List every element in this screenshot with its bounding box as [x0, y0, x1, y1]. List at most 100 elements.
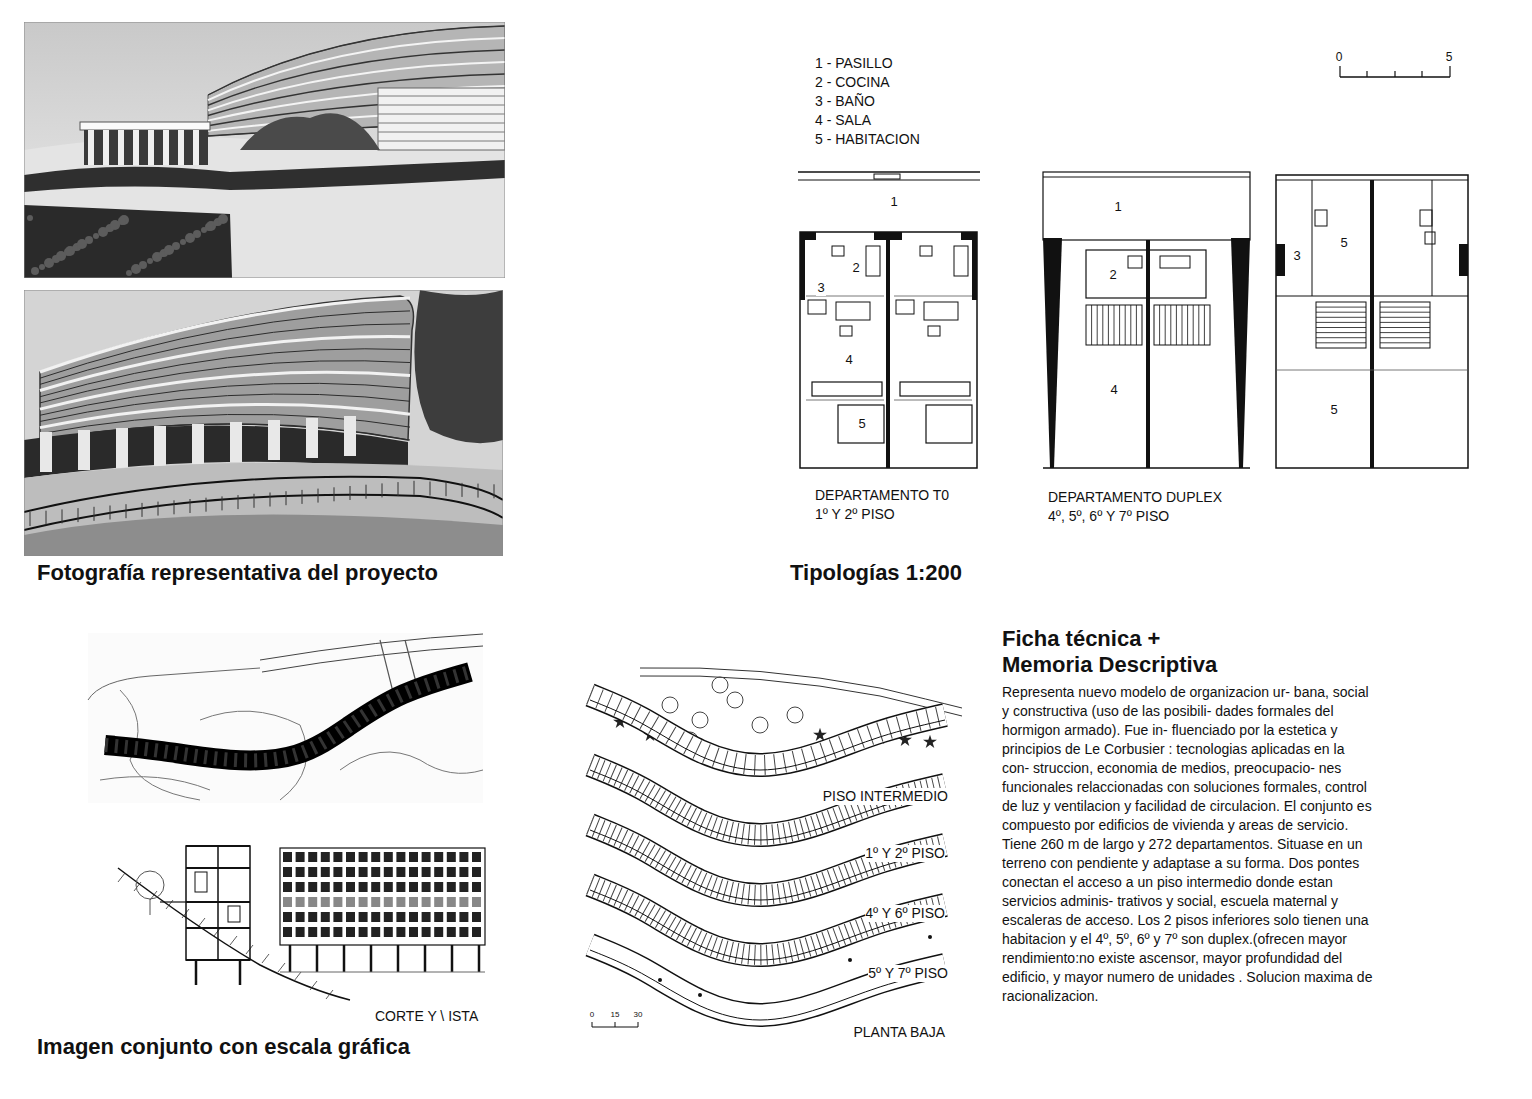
- corridor-line: [590, 890, 945, 960]
- elevation-window: [371, 867, 380, 877]
- photo-pilotis: [118, 130, 124, 165]
- legend-key: 2 - COCINA: [815, 74, 890, 91]
- elevation-window: [346, 927, 355, 937]
- photo-pilotis: [344, 416, 356, 456]
- photo-railing-post: [206, 498, 207, 512]
- elevation-window: [371, 927, 380, 937]
- plan-element: [1154, 305, 1210, 345]
- body-text: Representa nuevo modelo de organizacion …: [1002, 683, 1374, 1006]
- room-number: 4: [1109, 382, 1118, 398]
- scale-tick: [1421, 71, 1422, 77]
- photo-stone: [31, 267, 39, 275]
- section-room: [228, 906, 240, 922]
- elevation-window: [434, 882, 443, 892]
- terrain-hatch: [310, 981, 317, 990]
- photo-stone: [56, 251, 66, 261]
- scale-tick: [1449, 66, 1450, 77]
- plan-element: [972, 240, 977, 300]
- elevation-window: [359, 852, 368, 862]
- photo-frame: [24, 290, 503, 556]
- plan-element: [1420, 210, 1432, 226]
- plan-element: [1276, 244, 1285, 276]
- photo-railing-post: [302, 490, 303, 504]
- section-elevation: [118, 846, 485, 1000]
- panel-caption: Imagen conjunto con escala gráfica: [37, 1034, 410, 1060]
- panel-caption: Fotografía representativa del proyecto: [37, 560, 438, 586]
- section-tree: [136, 871, 164, 899]
- elevation-frame: [280, 848, 485, 945]
- section-pilotis: [195, 960, 198, 985]
- tree-symbol: [787, 707, 803, 723]
- plan-element: [1160, 256, 1190, 268]
- unit-hatch: [590, 825, 945, 895]
- panel-caption: Tipologías 1:200: [790, 560, 962, 586]
- elevation-window: [321, 927, 330, 937]
- elevation-window: [447, 897, 456, 907]
- elevation-window: [296, 912, 305, 922]
- elevation-window: [333, 867, 342, 877]
- section-tree: [150, 899, 151, 915]
- elevation-window: [371, 897, 380, 907]
- photo-pilotis: [163, 130, 169, 165]
- elevation-window: [283, 882, 292, 892]
- elevation-window: [296, 927, 305, 937]
- photo-shadow: [84, 130, 208, 165]
- photo-stone: [126, 270, 132, 276]
- photo-pilotis: [40, 432, 52, 472]
- room-number: 3: [1292, 248, 1301, 264]
- site-ground: [88, 633, 483, 803]
- floor-label: 4º Y 6º PISO: [865, 905, 945, 922]
- elevation-window: [459, 867, 468, 877]
- elevation-window: [409, 882, 418, 892]
- plan-line: [1432, 180, 1433, 296]
- elevation-window: [422, 867, 431, 877]
- pilotis-dot: [928, 935, 932, 939]
- corridor-line: [590, 950, 945, 1020]
- room-number: 3: [816, 280, 825, 296]
- photo-railing-post: [94, 507, 95, 521]
- elevation-window: [472, 912, 481, 922]
- photo-pilotis: [268, 420, 280, 460]
- photo-railing-post: [286, 491, 287, 505]
- photo-stone: [27, 215, 33, 221]
- photo-tree: [414, 290, 503, 443]
- photo-stone: [105, 226, 111, 232]
- photo-railing-post: [126, 504, 127, 518]
- elevation-window: [308, 852, 317, 862]
- photo-band: [378, 123, 505, 124]
- plan-line: [1043, 177, 1250, 178]
- elevation-window: [447, 852, 456, 862]
- elevation-window: [321, 912, 330, 922]
- photo-stone: [147, 258, 153, 264]
- photo-shrubs: [24, 160, 505, 192]
- elevation-window: [346, 867, 355, 877]
- elevation-window: [459, 912, 468, 922]
- elevation-window: [422, 897, 431, 907]
- photo-stone: [180, 239, 186, 245]
- elevation-window: [409, 852, 418, 862]
- photo-railing-post: [398, 482, 399, 496]
- pilotis-dot: [848, 958, 852, 962]
- scale-number: 15: [611, 1010, 620, 1020]
- plan-line: [1276, 296, 1468, 297]
- plan-label: 4º, 5º, 6º Y 7º PISO: [1048, 508, 1169, 525]
- elevation-window: [396, 927, 405, 937]
- scale-tick: [615, 1022, 616, 1027]
- elevation-window: [434, 912, 443, 922]
- elevation-pilotis: [424, 945, 427, 972]
- photo-railing-post: [142, 503, 143, 517]
- elevation-window: [422, 882, 431, 892]
- photo-sky: [24, 22, 505, 278]
- photo-block: [378, 88, 505, 150]
- plan-element: [1380, 302, 1430, 348]
- elevation-window: [409, 897, 418, 907]
- elevation-window: [333, 927, 342, 937]
- photo-exterior: [24, 22, 505, 278]
- unit-hatch: [590, 885, 945, 955]
- elevation-window: [472, 852, 481, 862]
- elevation-window: [359, 912, 368, 922]
- tree-symbol: [727, 692, 743, 708]
- elevation-window: [434, 897, 443, 907]
- photo-pilotis: [178, 130, 184, 165]
